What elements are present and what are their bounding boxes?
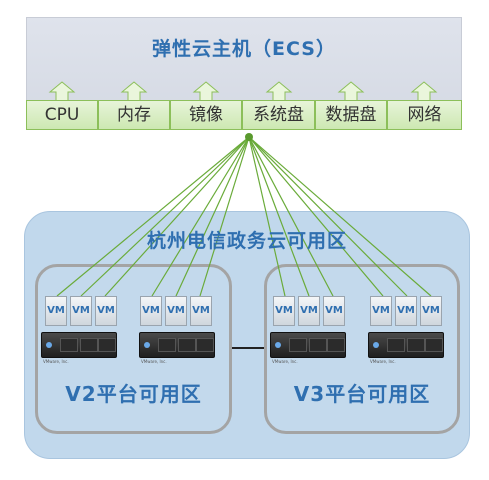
vm-icon: VM	[95, 296, 117, 326]
hub-point	[245, 133, 253, 141]
vm-icon: VM	[298, 296, 320, 326]
resource-system-disk: 系统盘	[242, 100, 315, 130]
server-icon	[270, 332, 346, 358]
resource-image: 镜像	[170, 100, 242, 130]
platform-v3-label: V3平台可用区	[293, 382, 431, 406]
platform-v2-label: V2平台可用区	[65, 382, 202, 406]
ecs-title: 弹性云主机（ECS）	[152, 38, 336, 60]
server-brand: VMware, Inc.	[141, 359, 167, 364]
platform-link	[232, 347, 264, 349]
resource-data-disk: 数据盘	[315, 100, 387, 130]
vm-icon: VM	[323, 296, 345, 326]
server-brand: VMware, Inc.	[272, 359, 298, 364]
resource-network: 网络	[387, 100, 462, 130]
vm-icon: VM	[70, 296, 92, 326]
server-icon	[368, 332, 444, 358]
vm-icon: VM	[370, 296, 392, 326]
server-brand: VMware, Inc.	[370, 359, 396, 364]
vm-icon: VM	[420, 296, 442, 326]
resource-cpu: CPU	[26, 100, 98, 130]
zone-title: 杭州电信政务云可用区	[146, 230, 347, 252]
server-brand: VMware, Inc.	[43, 359, 69, 364]
vm-icon: VM	[140, 296, 162, 326]
vm-icon: VM	[190, 296, 212, 326]
resource-memory: 内存	[98, 100, 170, 130]
vm-icon: VM	[273, 296, 295, 326]
vm-icon: VM	[45, 296, 67, 326]
vm-icon: VM	[395, 296, 417, 326]
server-icon	[139, 332, 215, 358]
server-icon	[41, 332, 117, 358]
vm-icon: VM	[165, 296, 187, 326]
